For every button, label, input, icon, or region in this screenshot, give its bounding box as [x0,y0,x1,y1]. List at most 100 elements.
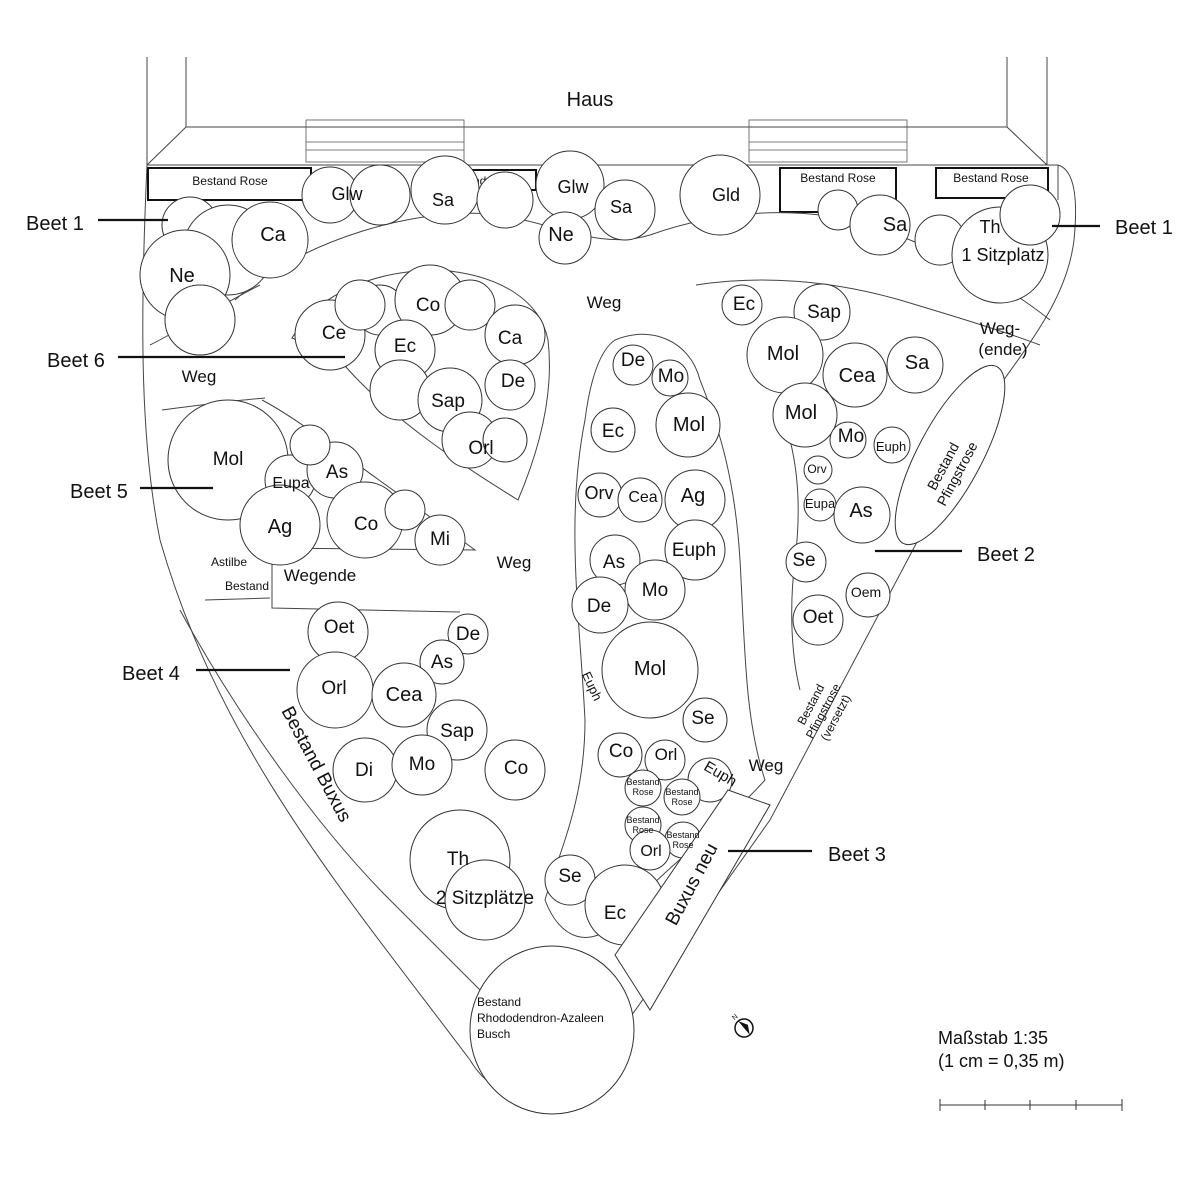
plant-circle [482,417,528,463]
b2-oet: Oet [803,607,834,628]
plant-circle [664,519,726,581]
plant-circle [845,572,891,618]
bestand-rose-3: Bestand Rose [800,171,876,185]
plant-circle [334,279,386,331]
rhododendron-bush [469,945,635,1115]
c-orl-1: Orl [655,745,678,764]
b6-co: Co [416,295,440,316]
label-ne-1: Ne [548,224,574,246]
plant-circle [391,734,453,796]
b2-oem: Oem [851,584,881,600]
label-weg-top: Weg [587,293,622,312]
c-se-2: Se [558,866,581,887]
rhodo-line2: Rhododendron-Azaleen [477,1011,604,1025]
b4-di: Di [355,760,373,781]
plants [139,150,1061,946]
plant-circle [721,284,763,326]
plant-circle [772,382,838,448]
plant-circle [849,194,911,256]
scale-bar [939,1099,1123,1111]
plant-circle [617,477,663,523]
b4-cea: Cea [386,684,424,706]
rose-line-2: Rose [632,825,653,835]
b2-mol-1: Mol [767,343,799,365]
c-euph-1: Euph [672,540,716,561]
plant-circle [476,171,534,229]
plant-circle [651,359,689,397]
plant-circle [624,769,662,807]
c-mol-2: Mol [634,658,666,680]
plant-circle [239,484,321,566]
plant-circle [624,559,686,621]
plant-circle [444,279,496,331]
plant-circle [655,392,721,458]
label-glw-2: Glw [558,177,590,197]
b6-orl: Orl [468,438,493,459]
plant-circle [414,514,466,566]
b5-astilbe: Astilbe [211,555,247,569]
rhodo-line3: Busch [477,1027,510,1041]
plant-circle [792,594,844,646]
plant-circle [803,455,833,485]
c-de-1: De [621,350,645,371]
bestand-rose-box-1 [147,167,312,201]
plant-circle [999,184,1061,246]
label-th-1: Th [979,217,1000,237]
scale-text-1: Maßstab 1:35 [938,1028,1048,1048]
garden-outline [142,164,1077,1098]
label-weg-ende-1: Weg- [980,319,1020,338]
c-orl-2: Orl [640,843,661,860]
plant-circle [484,739,546,801]
beet1-left-label: Beet 1 [26,213,84,235]
plant-circle [538,211,592,265]
b5-co: Co [354,514,378,535]
b6-ec: Ec [394,336,416,357]
label-gld: Gld [712,185,740,205]
rose-line-2: Rose [632,787,653,797]
b4-orl: Orl [321,678,346,699]
plant-circle [612,344,654,386]
c-ec-2: Ec [604,903,626,924]
svg-text:N: N [731,1013,739,1022]
b4-as: As [431,652,453,673]
b2-mo: Mo [838,426,864,447]
label-ne-2: Ne [169,265,195,287]
beet2-label: Beet 2 [977,544,1035,566]
b4-sitzplaetze: 2 Sitzplätze [436,888,534,909]
plant-circle [822,342,888,408]
beet3-label: Beet 3 [828,844,886,866]
plant-circle [419,639,465,685]
b2-se: Se [792,550,815,571]
b5-as: As [326,462,348,483]
pfingstrose-ellipse [894,364,1006,546]
label-sa-1: Sa [432,190,455,210]
plant-circle [873,426,911,464]
b6-ca: Ca [498,328,523,349]
c-ag: Ag [681,485,705,507]
c-as: As [603,552,625,573]
b4-th: Th [447,849,469,870]
scale-text-2: (1 cm = 0,35 m) [938,1051,1065,1071]
b6-sap: Sap [431,391,465,412]
b2-mol-2: Mol [785,402,817,424]
plant-circle [644,739,686,781]
label-ca: Ca [260,224,286,246]
c-mo-1: Mo [658,366,684,387]
b4-de: De [456,624,480,645]
c-co: Co [609,741,633,762]
north-arrow-icon: N [731,1013,754,1038]
label-weg-mid: Weg [497,553,532,572]
b2-orv: Orv [807,462,826,476]
beet4-label: Beet 4 [122,663,180,685]
b2-sap: Sap [807,302,841,323]
plant-circle [289,424,331,466]
c-orv: Orv [585,483,614,503]
b2-as: As [849,500,872,522]
rose-line-2: Rose [672,840,693,850]
beet1-right-label: Beet 1 [1115,217,1173,239]
b2-cea: Cea [839,365,877,387]
